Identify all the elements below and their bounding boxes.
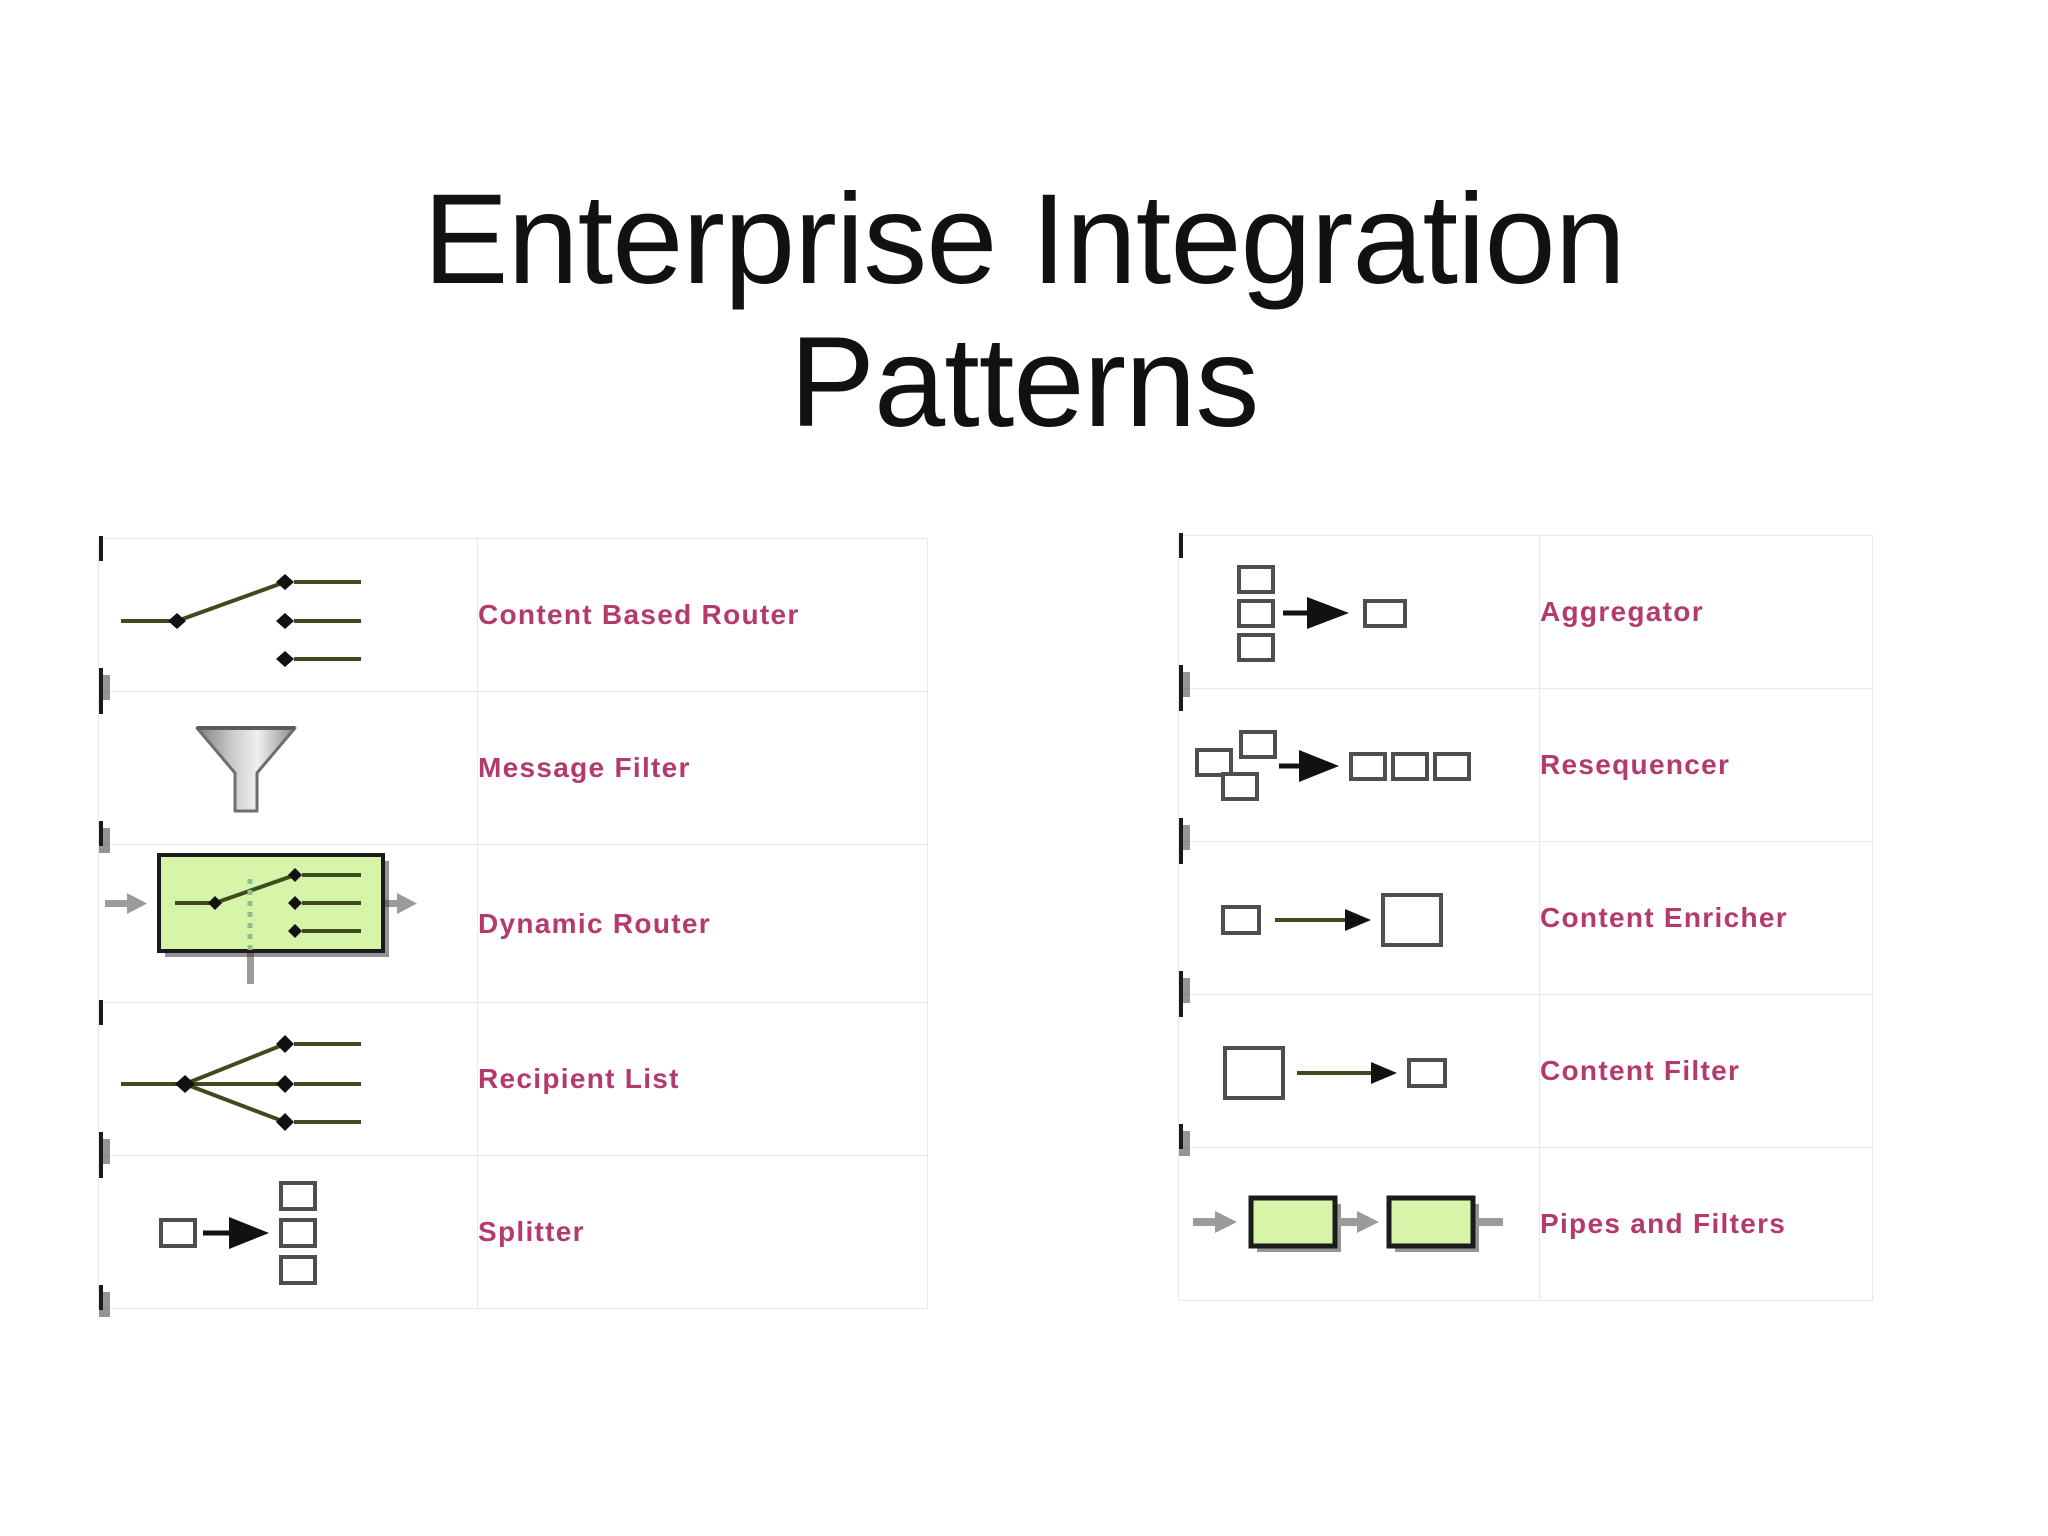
content-filter-icon: [1179, 992, 1481, 1149]
pipes-and-filters-icon: [1179, 1162, 1509, 1287]
pattern-label: Splitter: [478, 1216, 585, 1247]
pattern-label: Content Filter: [1540, 1055, 1741, 1086]
splitter-icon: [99, 1153, 391, 1310]
pattern-label: Content Enricher: [1540, 902, 1788, 933]
page-title-line-1: Enterprise Integration: [423, 168, 1626, 311]
label-cell: Dynamic Router: [477, 844, 928, 1003]
icon-cell: [1178, 839, 1540, 996]
table-row[interactable]: Content Filter: [1178, 992, 1873, 1149]
label-cell: Message Filter: [477, 691, 928, 845]
label-cell: Pipes and Filters: [1539, 1147, 1873, 1301]
icon-cell: [1178, 533, 1540, 690]
table-row[interactable]: Dynamic Router: [98, 844, 928, 1003]
table-row[interactable]: Content Enricher: [1178, 839, 1873, 996]
table-row[interactable]: Message Filter: [98, 689, 928, 846]
table-row[interactable]: Aggregator: [1178, 533, 1873, 690]
icon-cell: [98, 689, 478, 846]
icon-cell: [98, 536, 478, 693]
label-cell: Recipient List: [477, 1002, 928, 1156]
aggregator-icon: [1179, 533, 1479, 690]
icon-cell: [98, 1000, 478, 1157]
content-based-router-icon: [99, 536, 391, 693]
resequencer-icon: [1179, 686, 1497, 843]
page-title-line-2: Patterns: [789, 311, 1260, 455]
pattern-table-right: Aggregator: [1178, 533, 1873, 1301]
table-row[interactable]: Recipient List: [98, 1000, 928, 1157]
icon-cell: [1178, 1147, 1540, 1301]
label-cell: Aggregator: [1539, 535, 1873, 689]
pattern-label: Message Filter: [478, 752, 691, 783]
table-row[interactable]: Pipes and Filters: [1178, 1147, 1873, 1301]
page-title: Enterprise Integration Patterns: [0, 168, 2048, 455]
content-enricher-icon: [1179, 839, 1481, 996]
label-cell: Splitter: [477, 1155, 928, 1309]
pattern-label: Pipes and Filters: [1540, 1208, 1787, 1239]
pattern-label: Dynamic Router: [478, 907, 711, 939]
table-row[interactable]: Splitter: [98, 1153, 928, 1310]
table-row[interactable]: Content Based Router: [98, 536, 928, 693]
icon-cell: [98, 1153, 478, 1310]
pattern-label: Aggregator: [1540, 596, 1704, 627]
label-cell: Content Based Router: [477, 538, 928, 692]
label-cell: Resequencer: [1539, 688, 1873, 842]
icon-cell: [1178, 992, 1540, 1149]
pattern-table-left: Content Based Router: [98, 536, 928, 1310]
pattern-label: Resequencer: [1540, 749, 1731, 780]
message-filter-funnel-icon: [99, 689, 391, 846]
icon-cell: [98, 844, 478, 1003]
icon-cell: [1178, 686, 1540, 843]
pattern-label: Recipient List: [478, 1063, 680, 1094]
label-cell: Content Enricher: [1539, 841, 1873, 995]
recipient-list-icon: [99, 1000, 391, 1157]
label-cell: Content Filter: [1539, 994, 1873, 1148]
dynamic-router-icon: [99, 845, 429, 1002]
pattern-label: Content Based Router: [478, 599, 800, 630]
table-row[interactable]: Resequencer: [1178, 686, 1873, 843]
